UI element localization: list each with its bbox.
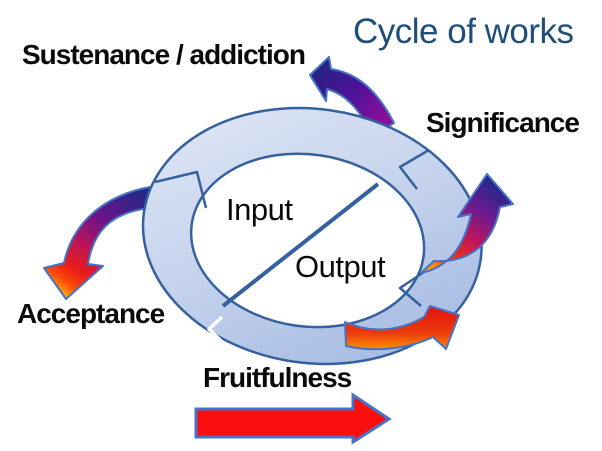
label-acceptance: Acceptance <box>17 298 165 329</box>
arrow-to-acceptance-icon <box>43 186 166 300</box>
page-title: Cycle of works <box>353 12 574 51</box>
label-output: Output <box>295 249 386 284</box>
ring-notch-bottom-left-white <box>207 315 224 344</box>
arrow-fruitfulness-curved-icon <box>344 305 460 351</box>
ring-notch-top-right <box>398 148 430 190</box>
label-sustenance: Sustenance / addiction <box>22 39 306 70</box>
ring-notch-right <box>398 268 428 307</box>
label-significance: Significance <box>426 107 580 138</box>
arrow-to-significance-icon <box>420 173 514 274</box>
input-output-divider-line <box>221 182 380 308</box>
arrow-fruitfulness-straight-icon <box>194 392 392 445</box>
ring-notch-left <box>154 170 208 209</box>
label-input: Input <box>226 192 293 227</box>
label-fruitfulness: Fruitfulness <box>203 362 352 393</box>
